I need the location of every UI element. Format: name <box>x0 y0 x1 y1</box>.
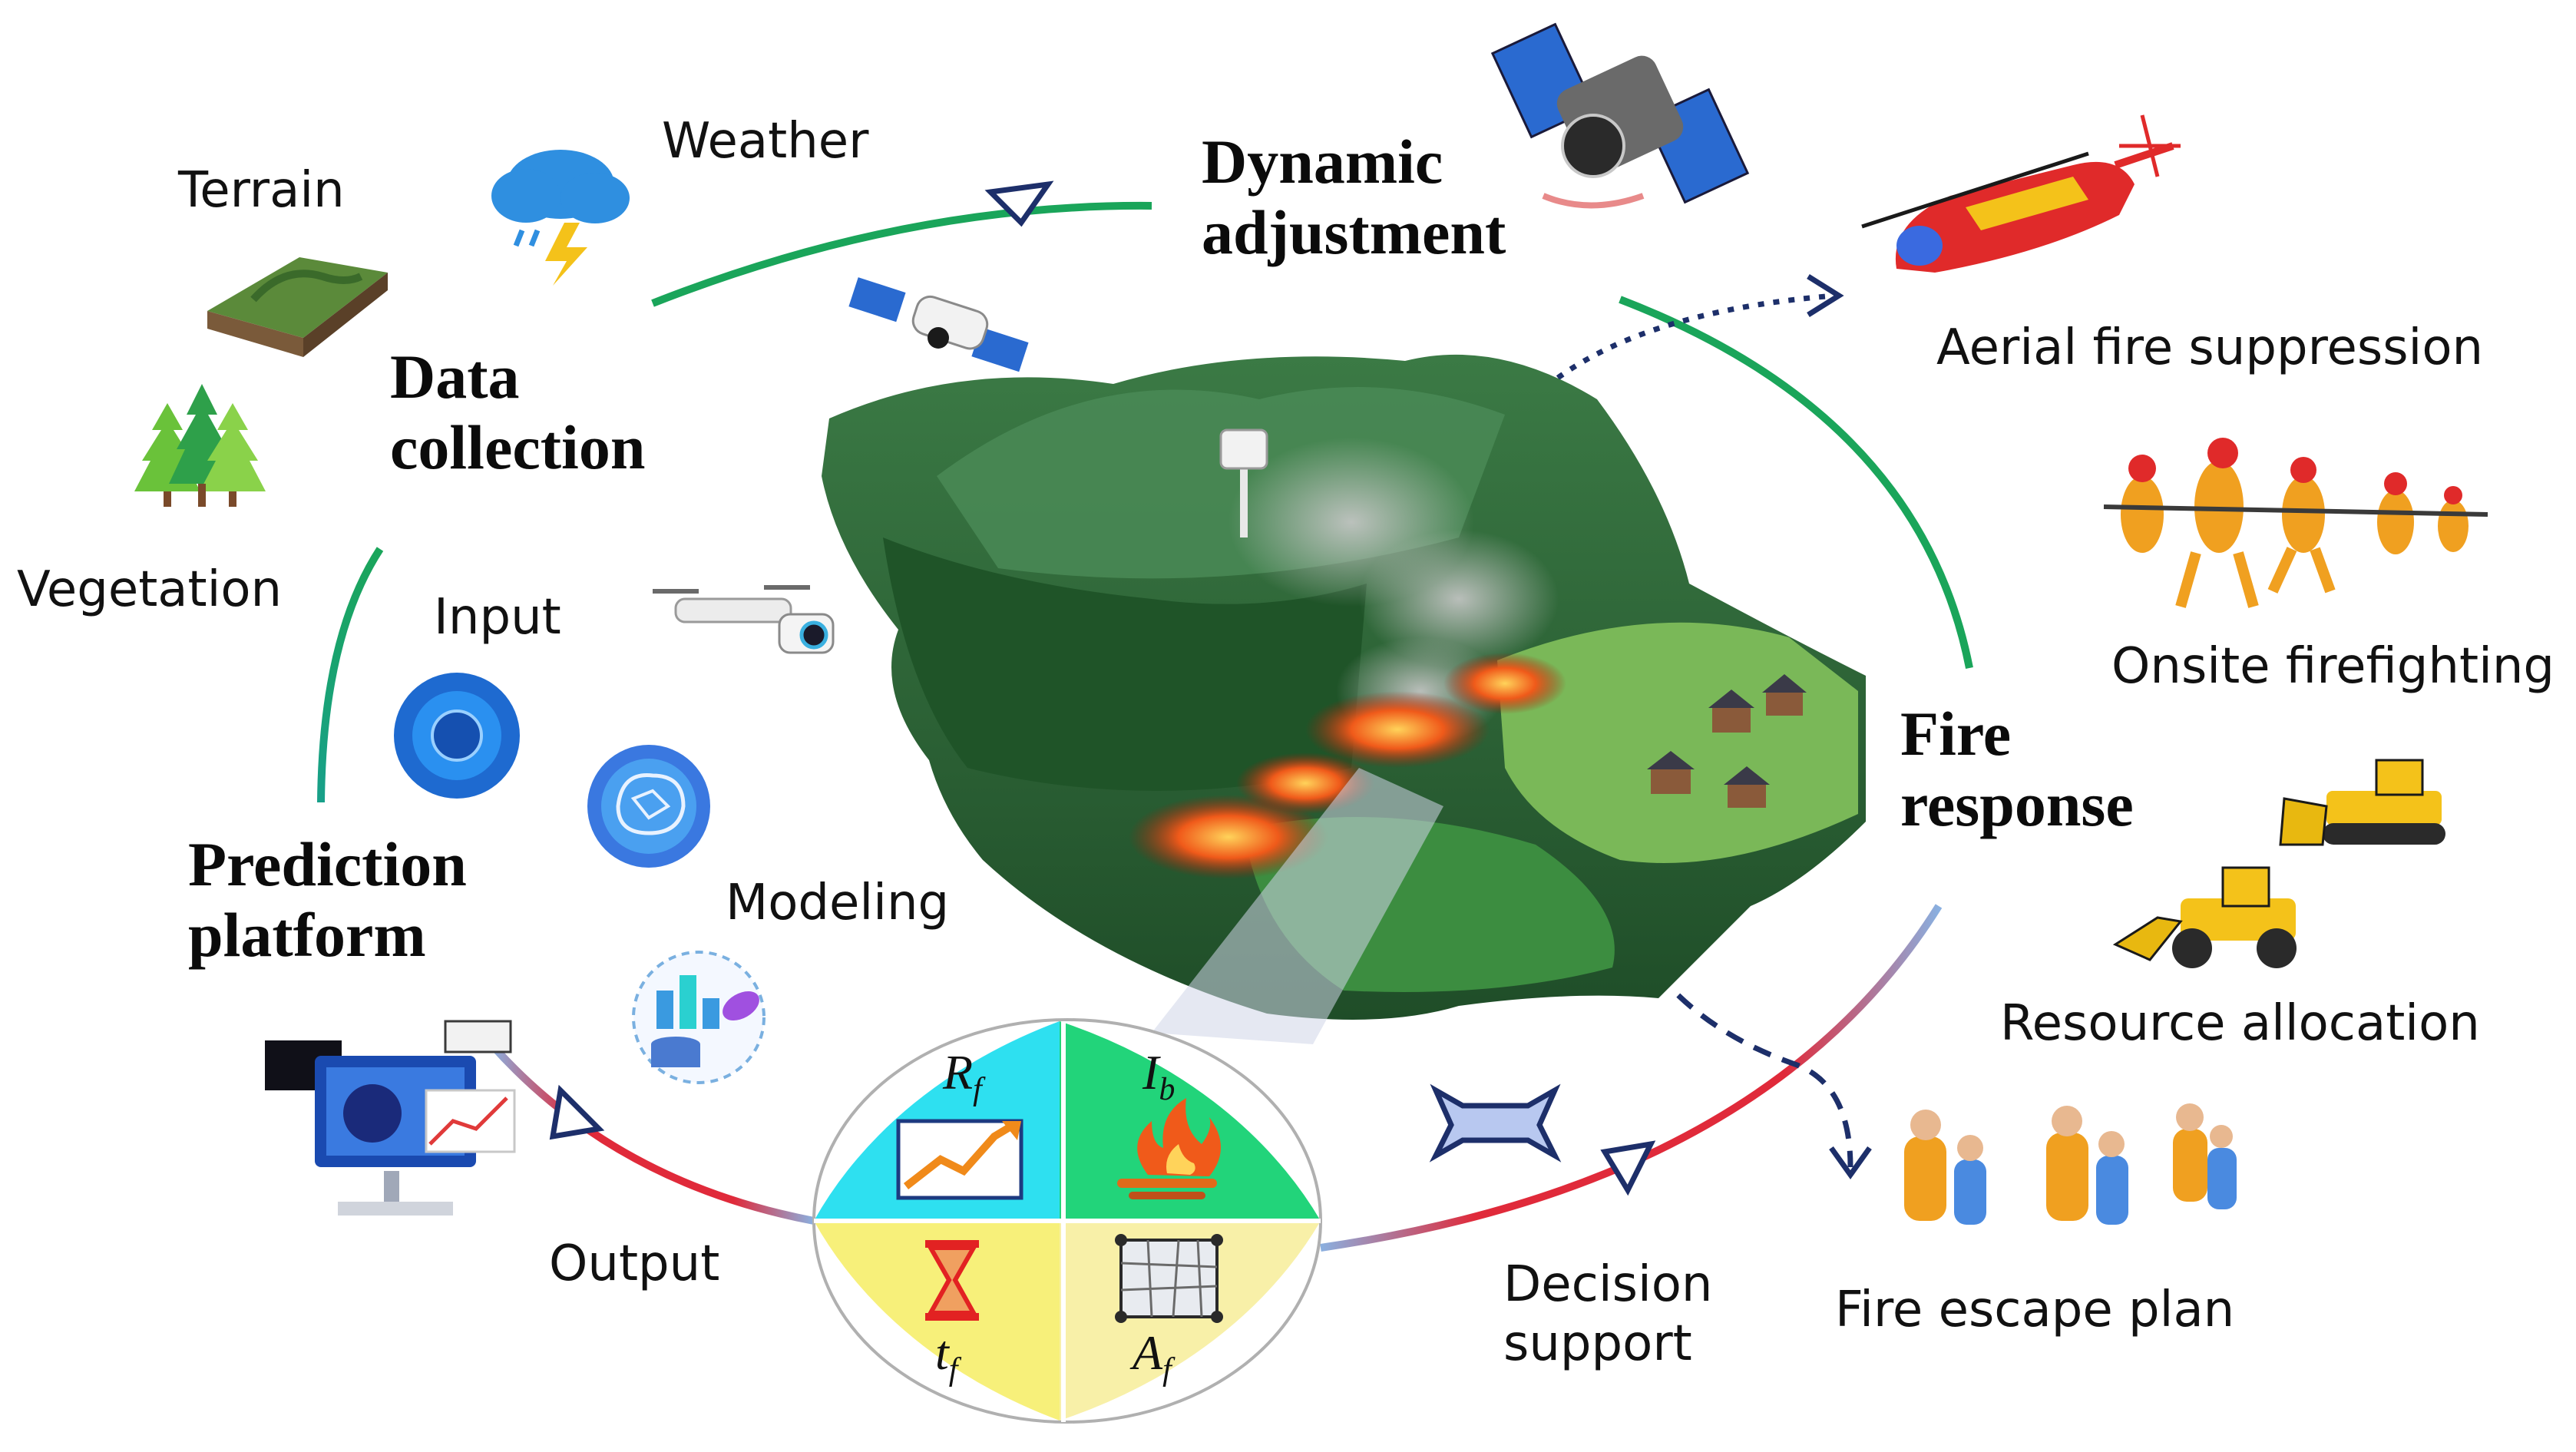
prediction-platform-heading: Prediction platform <box>188 829 467 971</box>
fire-response-heading: Fire response <box>1900 699 2134 840</box>
area-grid-icon <box>1115 1234 1223 1323</box>
dotted-arrowhead-aerial <box>1807 274 1844 317</box>
fire-response-line1: Fire <box>1900 699 2012 769</box>
cycle-arc-top <box>651 201 1152 307</box>
fire-escape-plan-label: Fire escape plan <box>1835 1282 2235 1338</box>
data-collection-line2: collection <box>390 412 646 482</box>
firefighters-icon <box>2103 438 2488 608</box>
modeling-label: Modeling <box>726 875 950 931</box>
resource-allocation-label: Resource allocation <box>2000 995 2480 1052</box>
dynamic-adjustment-heading: Dynamic adjustment <box>1202 127 1506 268</box>
rate-symbol: R <box>943 1045 974 1100</box>
decision-support-line2: support <box>1503 1315 1692 1372</box>
burned-area-symbol: Af <box>1133 1325 1172 1388</box>
dynamic-adjustment-line1: Dynamic <box>1202 127 1443 197</box>
data-modeling-icon <box>632 951 766 1084</box>
neural-brain-icon <box>587 745 710 868</box>
aerial-fire-suppression-label: Aerial fire suppression <box>1936 319 2484 376</box>
decision-support-line1: Decision <box>1503 1256 1713 1313</box>
growth-chart-icon <box>896 1119 1023 1200</box>
cycle-arc-right <box>1619 296 1973 669</box>
weather-storm-icon <box>491 150 630 286</box>
wildfire-landscape-image <box>822 354 1866 1020</box>
cycle-arc-bottom-left <box>488 1041 815 1225</box>
cycle-arrowhead-top <box>984 180 1054 227</box>
fire-time-symbol: tf <box>935 1325 957 1388</box>
input-label: Input <box>434 589 561 646</box>
intensity-symbol: I <box>1143 1045 1159 1100</box>
prediction-platform-line1: Prediction <box>188 829 467 899</box>
hourglass-icon <box>925 1240 979 1321</box>
ai-chip-icon <box>394 673 520 799</box>
time-symbol: t <box>935 1325 949 1380</box>
dynamic-adjustment-line2: adjustment <box>1202 197 1506 267</box>
cycle-arc-bottom-right <box>1320 904 1943 1252</box>
bulldozer-icon <box>2279 759 2445 846</box>
cycle-arc-left <box>317 547 384 803</box>
terrain-icon <box>207 257 388 357</box>
data-collection-line1: Data <box>390 342 520 412</box>
drone-icon <box>653 585 835 654</box>
weather-label: Weather <box>662 113 869 170</box>
fireline-intensity-symbol: Ib <box>1143 1044 1175 1108</box>
indicator-disc <box>812 1018 1322 1424</box>
onsite-firefighting-label: Onsite firefighting <box>2111 638 2555 695</box>
cycle-arrowhead-bottom-left <box>549 1084 605 1140</box>
rate-subscript: f <box>973 1071 982 1107</box>
evacuation-people-icon <box>1904 1103 2237 1225</box>
time-subscript: f <box>948 1351 958 1388</box>
dotted-arrow-aerial <box>1460 293 1836 531</box>
fire-response-line2: response <box>1900 769 2134 839</box>
satellite-small-icon <box>848 277 1029 372</box>
flame-icon <box>1117 1098 1221 1199</box>
cycle-arrowhead-bottom-right <box>1600 1140 1656 1196</box>
vegetation-label: Vegetation <box>17 561 283 618</box>
vegetation-trees-icon <box>134 384 266 507</box>
wheel-loader-icon <box>2112 866 2297 968</box>
decision-support-label: Decision support <box>1503 1255 1712 1374</box>
terrain-label: Terrain <box>178 162 345 219</box>
prediction-platform-line2: platform <box>188 899 426 970</box>
transition-icon <box>1429 1083 1562 1163</box>
dashed-arrowhead-escape <box>1829 1146 1872 1180</box>
data-collection-heading: Data collection <box>390 342 645 483</box>
area-subscript: f <box>1162 1351 1172 1388</box>
satellite-large-icon <box>1490 22 1750 209</box>
area-symbol: A <box>1133 1325 1163 1380</box>
intensity-subscript: b <box>1159 1071 1176 1107</box>
monitor-dashboard-icon <box>265 1020 516 1216</box>
output-label: Output <box>549 1235 720 1292</box>
zoom-wedge <box>1152 768 1443 1044</box>
helicopter-icon <box>1861 114 2181 273</box>
rate-of-spread-symbol: Rf <box>943 1044 982 1108</box>
